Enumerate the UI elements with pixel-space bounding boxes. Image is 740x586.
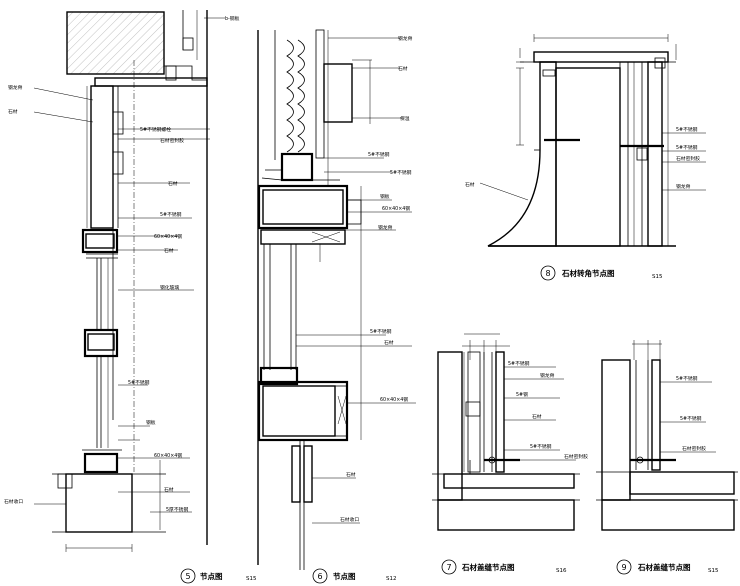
- callout-label: 钢龙骨: [398, 35, 413, 42]
- callout-label: 5#不锈钢: [676, 144, 698, 151]
- callout-label: 石材收口: [340, 516, 359, 523]
- detail-scale: S15: [708, 568, 719, 574]
- callout-label: 石材: [168, 180, 178, 187]
- callout-label: 石材: [164, 486, 174, 493]
- callout-label: 5厚不锈钢: [166, 506, 188, 513]
- detail-number: 8: [546, 269, 551, 278]
- detail-number: 5: [186, 572, 191, 581]
- callout-label: 5#不锈钢: [370, 328, 392, 335]
- callout-label: b-钢板: [225, 15, 240, 22]
- callout-label: 5#不锈钢: [680, 415, 702, 422]
- detail-8-drawing: 石材 5#不锈钢 5#不锈钢 石材密封胶 钢龙骨 8 石材转角节点图 S15: [465, 34, 706, 281]
- callout-label: 5#不锈钢: [368, 151, 390, 158]
- callout-label: 石材密封胶: [676, 155, 700, 162]
- detail-title: 石材转角节点图: [561, 268, 615, 278]
- callout-label: 5#不锈钢: [128, 379, 150, 386]
- detail-number-circle: [180, 568, 196, 584]
- callout-label: 钢龙骨: [676, 183, 691, 190]
- callout-label: 钢龙骨: [378, 224, 393, 231]
- detail-scale: S15: [652, 274, 663, 280]
- callout-label: 5#不锈钢: [508, 360, 530, 367]
- detail-number-circle: [441, 559, 457, 575]
- callout-label: 5#不锈钢: [530, 443, 552, 450]
- callout-label: 石材密封胶: [564, 453, 588, 460]
- callout-label: 钢化玻璃: [160, 284, 179, 291]
- detail-title: 节点图: [333, 571, 356, 581]
- detail-7-drawing: 5#不锈钢 钢龙骨 5#钢 石材 5#不锈钢 石材密封胶 7 石材盖缝节点图 S…: [432, 333, 588, 575]
- callout-label: 钢龙骨: [540, 372, 555, 379]
- callout-label: 5#不锈钢: [676, 126, 698, 133]
- detail-9-drawing: 5#不锈钢 5#不锈钢 石材密封胶 9 石材盖缝节点图 S15: [596, 340, 738, 575]
- detail-7-leaders: [504, 366, 576, 461]
- callout-label: 5#不锈钢螺栓: [140, 126, 171, 133]
- callout-label: 石材: [532, 413, 542, 420]
- detail-number: 6: [318, 572, 323, 581]
- callout-label: 石材: [346, 471, 356, 478]
- callout-label: 5#不锈钢: [676, 375, 698, 382]
- callout-label: 石材: [384, 339, 394, 346]
- detail-number: 9: [622, 563, 627, 572]
- detail-9-leaders: [660, 381, 716, 453]
- detail-8-leaders: [479, 132, 706, 201]
- callout-label: 5#不锈钢: [160, 211, 182, 218]
- callout-label: 钢板: [146, 419, 156, 426]
- detail-scale: S12: [386, 576, 397, 582]
- detail-6-leaders: [296, 37, 416, 524]
- detail-title: 石材盖缝节点图: [461, 562, 515, 572]
- detail-title: 节点图: [200, 571, 223, 581]
- detail-number-circle: [540, 265, 556, 281]
- callout-label: 石材: [465, 181, 475, 188]
- callout-label: 石材密封胶: [160, 137, 184, 144]
- detail-scale: S15: [246, 576, 257, 582]
- detail-5-leaders: [33, 17, 225, 513]
- callout-label: 石材: [8, 108, 18, 115]
- callout-label: 60×40×4钢: [154, 233, 182, 240]
- callout-label: 60×40×4钢: [382, 205, 410, 212]
- detail-title: 石材盖缝节点图: [637, 562, 691, 572]
- detail-number: 7: [447, 563, 452, 572]
- callout-label: 石材密封胶: [682, 445, 706, 452]
- detail-6-drawing: 钢龙骨 石材 保温 5#不锈钢 5#不锈钢 钢板 60×40×4钢 钢龙骨 5#…: [257, 29, 416, 584]
- callout-label: 5#钢: [516, 391, 528, 398]
- callout-label: 钢板: [380, 193, 390, 200]
- detail-5-drawing: b-钢板 钢龙骨 石材 5#不锈钢螺栓 石材密封胶 石材 5#不锈钢 60×40…: [4, 10, 257, 584]
- detail-scale: S16: [556, 568, 567, 574]
- callout-label: 保温: [400, 115, 410, 122]
- callout-label: 5#不锈钢: [390, 169, 412, 176]
- callout-label: 60×40×4钢: [380, 396, 408, 403]
- detail-number-circle: [312, 568, 328, 584]
- callout-label: 石材: [398, 65, 408, 72]
- callout-label: 60×40×4钢: [154, 452, 182, 459]
- callout-label: 钢龙骨: [8, 84, 23, 91]
- detail-number-circle: [616, 559, 632, 575]
- callout-label: 石材: [164, 247, 174, 254]
- callout-label: 石材收口: [4, 498, 23, 505]
